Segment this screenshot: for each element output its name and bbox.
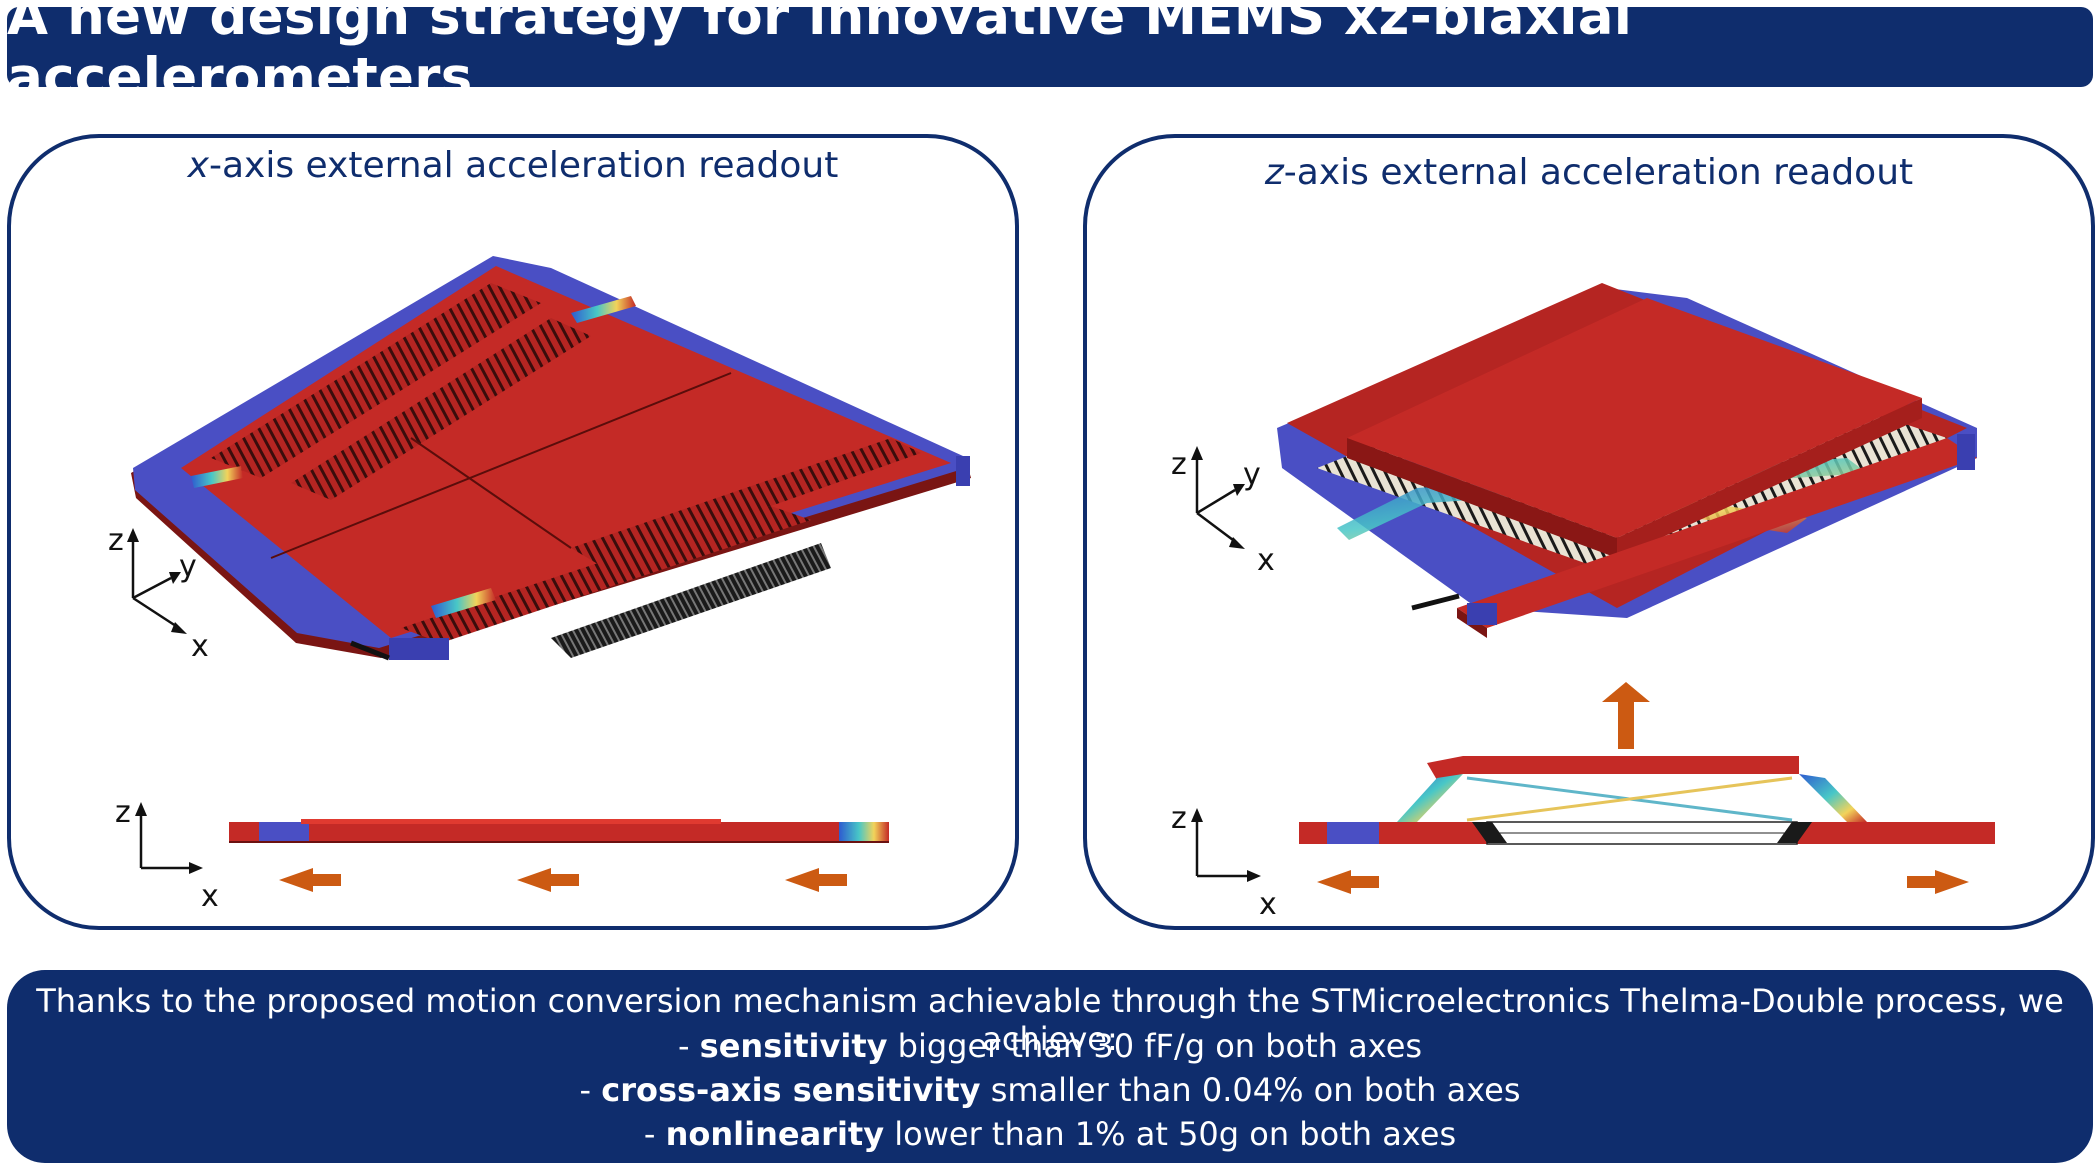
anchor-right (956, 456, 970, 486)
proof-mass-raised (1347, 298, 1922, 538)
x-axis-illustration: z y x z x (108, 256, 971, 914)
x-axis-panel-heading: x-axis external acceleration readout (11, 145, 1015, 186)
heading-axis-word: x (187, 145, 209, 186)
arrow-left-3 (785, 868, 847, 892)
side-anchor-left (1327, 822, 1379, 844)
x-iso-axes: z y x (108, 523, 209, 664)
z-axis-illustration: z y x (1171, 283, 1995, 922)
summary-box: Thanks to the proposed motion conversion… (7, 970, 2093, 1163)
z-iso-axes: z y x (1171, 446, 1275, 578)
side-leg-right (1799, 774, 1867, 822)
x-axis-panel: x-axis external acceleration readout (7, 134, 1019, 930)
arrow-up (1602, 682, 1650, 749)
bullet-text: lower than 1% at 50g on both axes (884, 1115, 1457, 1153)
bottom-strip (1457, 438, 1977, 628)
side-raised-mass (1463, 756, 1799, 774)
arrow-right (1907, 870, 1969, 894)
arrow-left-1 (279, 868, 341, 892)
z-axis-panel: z-axis external acceleration readout (1083, 134, 2095, 930)
side-top-layer (301, 819, 721, 824)
spring (571, 296, 636, 323)
title-banner: A new design strategy for innovative MEM… (7, 0, 2093, 108)
x-device-side (229, 819, 889, 892)
side-x-label: x (1259, 887, 1277, 922)
iso-x-label: x (1257, 543, 1275, 578)
side-x-label: x (201, 879, 219, 914)
side-leg-left (1397, 774, 1463, 822)
seam-line (410, 437, 572, 549)
bullet-prefix: - (643, 1115, 666, 1153)
arrow-left-2 (517, 868, 579, 892)
iso-z-label: z (108, 523, 124, 558)
comb-drive-mid (291, 318, 591, 500)
bullet-term: cross-axis sensitivity (601, 1071, 981, 1109)
bullet-term: sensitivity (699, 1027, 888, 1065)
side-z-label: z (1171, 801, 1187, 836)
comb-drive-right (571, 438, 921, 566)
bullet-prefix: - (579, 1071, 602, 1109)
seam-line (270, 372, 732, 559)
z-axis-panel-heading: z-axis external acceleration readout (1087, 152, 2091, 193)
comb-drive-lower (401, 506, 811, 643)
iso-y-label: y (1243, 457, 1261, 492)
side-spring-right (839, 822, 889, 842)
anchor-bottom (1467, 603, 1497, 625)
anchor-right (1957, 434, 1975, 470)
bullet-prefix: - (677, 1027, 700, 1065)
heading-rest: -axis external acceleration readout (1283, 152, 1914, 193)
proof-mass-edge-right (1617, 398, 1922, 558)
x-side-axes: z x (115, 795, 219, 914)
side-z-label: z (115, 795, 131, 830)
bullet-cross-axis: - cross-axis sensitivity smaller than 0.… (7, 1071, 2093, 1109)
bullet-nonlinearity: - nonlinearity lower than 1% at 50g on b… (7, 1115, 2093, 1153)
arrow-left (1317, 870, 1379, 894)
page-title: A new design strategy for innovative MEM… (7, 0, 1633, 108)
side-proof-mass (229, 822, 889, 842)
comb-drive-upper (211, 283, 541, 478)
lead-wire (1411, 593, 1460, 611)
anchor-bottom (389, 638, 449, 660)
z-device-iso (1277, 283, 1977, 638)
x-device-iso (131, 256, 971, 661)
heading-rest: -axis external acceleration readout (208, 145, 839, 186)
proof-mass-edge (1347, 438, 1617, 558)
lead-wire (350, 640, 390, 661)
summary-intro: Thanks to the proposed motion conversion… (36, 982, 2064, 1058)
sense-fingers (551, 543, 831, 658)
bullet-sensitivity: - sensitivity bigger than 30 fF/g on bot… (7, 1027, 2093, 1065)
spring (191, 466, 243, 488)
heading-axis-word: z (1264, 152, 1284, 193)
z-device-side (1299, 756, 1995, 894)
iso-y-label: y (179, 549, 197, 584)
side-anchor-left (259, 822, 309, 842)
bullet-text: bigger than 30 fF/g on both axes (887, 1027, 1423, 1065)
iso-z-label: z (1171, 447, 1187, 482)
bullet-text: smaller than 0.04% on both axes (980, 1071, 1521, 1109)
iso-x-label: x (191, 629, 209, 664)
spring (431, 588, 496, 618)
bullet-term: nonlinearity (665, 1115, 885, 1153)
z-side-axes: z x (1171, 801, 1277, 922)
